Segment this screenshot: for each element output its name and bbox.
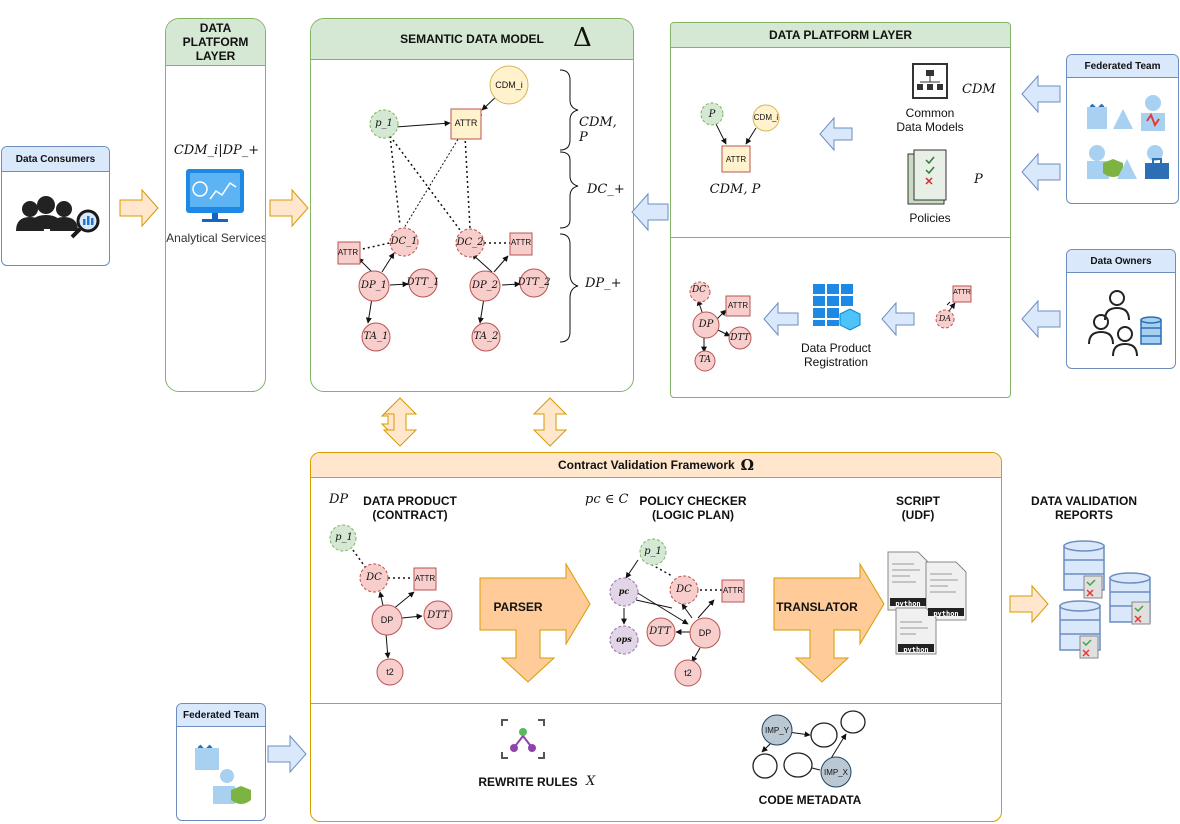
brace-label-dp: DP_+ (585, 276, 622, 291)
analytical-services-label: Analytical Services (166, 231, 266, 245)
code-metadata-label: CODE METADATA (758, 793, 862, 807)
imp-y-label: IMP_Y (764, 726, 789, 735)
sem-node-dc1: DC_1 (390, 236, 418, 247)
platform-mini-attr: ATTR (725, 155, 747, 164)
brace-label-cdm-p: CDM, P (579, 115, 617, 145)
sem-node-p1: p_1 (375, 118, 393, 129)
analytics-platform-layer: DATA PLATFORM LAYER CDM_i|DP_+ Analytica… (165, 18, 266, 392)
analytics-formula: CDM_i|DP_+ (173, 143, 260, 158)
sem-node-attr-right: ATTR (510, 238, 532, 247)
checker-node-p1: p_1 (644, 546, 662, 557)
framework-title: Contract Validation Framework (557, 458, 735, 472)
omega-symbol: Ω (740, 456, 755, 474)
reg-node-da: DA (938, 314, 952, 323)
checker-node-pc: pc (618, 586, 630, 596)
data-product-math: DP (329, 492, 349, 507)
reg-node-ta: TA (698, 355, 711, 365)
sem-node-dp2: DP_2 (471, 280, 499, 291)
checker-node-attr: ATTR (722, 586, 744, 595)
team-roles-icon-small (195, 744, 251, 804)
platform-icons (689, 63, 972, 372)
reg-node-attr-owner: ATTR (953, 289, 971, 296)
policy-checker-math: pc ∈ C (585, 492, 629, 507)
policies-label: Policies (909, 211, 951, 225)
data-owners-title: Data Owners (1067, 250, 1175, 273)
semantic-graph (337, 65, 579, 352)
policy-checker-title: POLICY CHECKER (LOGIC PLAN) (639, 494, 747, 522)
imp-x-label: IMP_X (823, 768, 848, 777)
users-search-icon (16, 196, 100, 239)
data-product-title: DATA PRODUCT (CONTRACT) (363, 494, 457, 522)
sem-node-dtt1: DTT_1 (406, 277, 440, 288)
sem-node-dp1: DP_1 (360, 280, 388, 291)
contract-node-dc: DC (366, 572, 382, 583)
federated-team-bottom-title: Federated Team (177, 704, 265, 727)
platform-layer-title: DATA PLATFORM LAYER (671, 23, 1010, 48)
owners-database-icon (1088, 290, 1162, 357)
python-logo-1: python (895, 600, 921, 608)
checker-node-ops: ops (616, 634, 632, 644)
platform-mini-p: P (708, 109, 716, 120)
platform-mini-cdm: CDM_i (753, 113, 779, 122)
brace-label-dc: DC_+ (587, 182, 625, 197)
rewrite-rules-math: X (586, 774, 596, 789)
contract-node-t2: t2 (386, 667, 394, 677)
checker-node-dc: DC (676, 584, 692, 595)
federated-team-bottom-panel: Federated Team (176, 703, 266, 821)
reg-node-attr: ATTR (727, 301, 749, 310)
sem-node-ta2: TA_2 (473, 331, 499, 342)
semantic-model-header: SEMANTIC DATA MODEL (311, 19, 633, 60)
data-consumers-title: Data Consumers (2, 147, 109, 172)
translator-label: TRANSLATOR (776, 600, 858, 614)
platform-cdm-math: CDM (962, 82, 996, 97)
team-roles-icon (1087, 95, 1169, 179)
contract-node-dtt: DTT (427, 610, 449, 621)
sem-node-dtt2: DTT_2 (517, 277, 551, 288)
platform-mini-caption: CDM, P (709, 182, 761, 197)
contract-node-dp: DP (380, 615, 394, 625)
platform-p-math: P (974, 172, 983, 187)
parser-label: PARSER (493, 600, 543, 614)
reports-title: DATA VALIDATION REPORTS (1031, 494, 1137, 522)
python-logo-2: python (933, 610, 959, 618)
sem-node-dc2: DC_2 (456, 237, 484, 248)
contract-node-p1: p_1 (335, 532, 353, 543)
analytics-layer-title: DATA PLATFORM LAYER (166, 19, 265, 66)
delta-symbol: Δ (573, 23, 592, 53)
reports-database-icon (1059, 540, 1151, 659)
federated-team-top-title: Federated Team (1067, 55, 1178, 78)
framework-header: Contract Validation Framework Ω (311, 453, 1001, 478)
reg-node-dtt: DTT (730, 333, 750, 343)
sem-node-attr-left: ATTR (337, 248, 359, 257)
semantic-model-title: SEMANTIC DATA MODEL (400, 32, 544, 46)
analytics-monitor-icon (186, 169, 244, 222)
data-product-registration-label: Data Product Registration (800, 341, 872, 369)
common-data-models-label: Common Data Models (896, 106, 964, 134)
federated-team-top-panel: Federated Team (1066, 54, 1179, 204)
sem-node-cdm: CDM_i (495, 80, 523, 90)
reg-node-dc: DC (691, 285, 707, 295)
python-logo-3: python (903, 646, 929, 654)
data-consumers-panel: Data Consumers (1, 146, 110, 266)
rewrite-rules-label: REWRITE RULES (478, 775, 578, 789)
sem-node-attr: ATTR (454, 118, 478, 128)
checker-node-dp: DP (698, 628, 712, 638)
contract-node-attr: ATTR (414, 574, 436, 583)
checker-node-dtt: DTT (649, 626, 671, 637)
sem-node-ta1: TA_1 (363, 331, 389, 342)
script-title: SCRIPT (UDF) (895, 494, 940, 522)
validation-graphs (329, 524, 967, 788)
reg-node-dp: DP (698, 319, 714, 330)
checker-node-t2: t2 (684, 668, 692, 678)
data-owners-panel: Data Owners (1066, 249, 1176, 369)
